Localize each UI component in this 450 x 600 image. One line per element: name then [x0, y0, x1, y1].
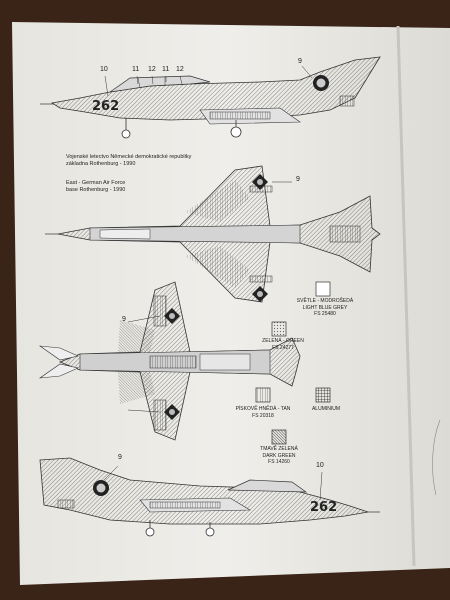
label-tan: PÍSKOVĚ HNĚDÁ - TAN FS 20318	[234, 406, 292, 419]
caption-czech-line2: základna Rothenburg - 1990	[66, 161, 136, 167]
label-light-blue-grey: SVĚTLE - MODROŠEDÁ LIGHT BLUE GREY FS 25…	[294, 298, 356, 318]
label-green-fs: FS 24277	[272, 344, 294, 351]
callout-10-top: 10	[100, 66, 108, 73]
callout-9-top: 9	[298, 58, 302, 65]
serial-number-top: 262	[92, 99, 120, 114]
label-light-blue-grey-fs: FS 25480	[314, 311, 336, 317]
aircraft-underside-view	[38, 281, 301, 441]
next-page-sketch	[432, 419, 441, 496]
label-aluminium: ALUMINIUM	[306, 406, 346, 413]
paper-sheet	[12, 22, 450, 585]
callout-12b-top: 12	[176, 66, 184, 73]
callout-11-top: 11	[132, 66, 140, 73]
caption-czech: Vojenské letectvo Německé demokratické r…	[66, 154, 191, 168]
swatch-dark-green	[271, 429, 287, 445]
serial-number-bottom: 262	[310, 500, 338, 515]
label-aluminium-name: ALUMINIUM	[311, 406, 341, 412]
caption-english-line2: base Rothenburg - 1990	[66, 187, 126, 193]
label-dark-green-en: DARK GREEN	[262, 452, 296, 459]
label-dark-green-cz: TMAVĚ ZELENÁ	[260, 446, 298, 452]
label-light-blue-grey-en: LIGHT BLUE GREY	[302, 304, 348, 311]
caption-english: East - German Air Force base Rothenburg …	[66, 180, 125, 194]
label-light-blue-grey-cz: SVĚTLE - MODROŠEDÁ	[296, 298, 354, 304]
caption-czech-line1: Vojenské letectvo Německé demokratické r…	[66, 154, 192, 160]
callout-9-underside: 9	[122, 316, 126, 323]
label-green-name: ZELENÁ - GREEN	[262, 338, 304, 344]
callout-10-bottom: 10	[316, 462, 324, 469]
label-dark-green-fs: FS 14260	[268, 459, 290, 465]
swatch-tan	[255, 387, 271, 403]
callout-lines-top	[104, 65, 313, 97]
label-green: ZELENÁ - GREEN FS 24277	[254, 338, 312, 351]
callout-9-plan: 9	[296, 176, 300, 183]
callout-11b-top: 11	[162, 66, 170, 73]
callout-12-top: 12	[148, 66, 156, 73]
label-dark-green: TMAVĚ ZELENÁ DARK GREEN FS 14260	[252, 446, 306, 466]
swatch-light-blue-grey	[315, 281, 331, 297]
aircraft-side-view-top	[40, 56, 381, 139]
caption-english-line1: East - German Air Force	[66, 180, 126, 186]
swatch-green	[271, 321, 287, 337]
label-tan-name: PÍSKOVĚ HNĚDÁ - TAN	[235, 406, 291, 412]
swatch-aluminium	[315, 387, 331, 403]
label-tan-fs: FS 20318	[252, 412, 274, 419]
callout-9-bottom: 9	[118, 454, 122, 461]
color-key	[255, 281, 331, 445]
aircraft-side-view-bottom	[39, 457, 380, 537]
paper-fold	[396, 25, 416, 567]
aircraft-plan-view	[45, 165, 381, 303]
